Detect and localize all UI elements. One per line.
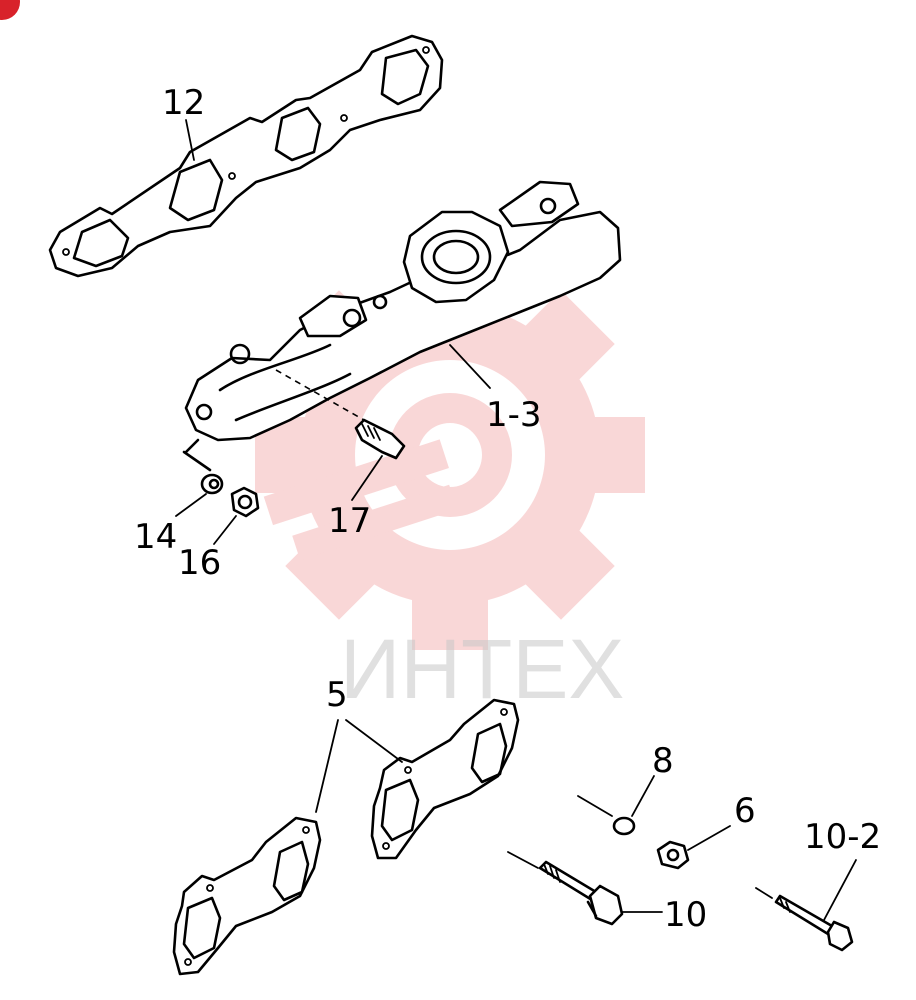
callout-10: 10 xyxy=(664,895,707,935)
gasket-5-upper xyxy=(370,698,520,860)
callout-12: 12 xyxy=(162,83,205,123)
callout-6: 6 xyxy=(734,791,756,831)
bolt-10-2 xyxy=(755,887,854,952)
callout-8: 8 xyxy=(652,741,674,781)
watermark-text: ИНТЕХ xyxy=(340,622,624,716)
watermark-gear-logo xyxy=(255,260,645,650)
exhaust-manifold-1-3 xyxy=(184,180,622,442)
washer-14 xyxy=(182,438,224,495)
nut-6 xyxy=(656,840,690,870)
callout-17: 17 xyxy=(328,501,371,541)
bolt-10 xyxy=(507,851,624,926)
callout-10-2: 10-2 xyxy=(804,817,881,857)
leader-12 xyxy=(185,119,195,161)
callout-5: 5 xyxy=(326,675,348,715)
callout-16: 16 xyxy=(178,543,221,583)
corner-badge xyxy=(0,0,20,20)
leader-17 xyxy=(351,455,383,501)
nut-16 xyxy=(230,486,260,518)
leader-6 xyxy=(687,825,731,851)
leader-8 xyxy=(631,775,655,817)
washer-8 xyxy=(577,795,636,836)
leader-10-2 xyxy=(823,859,857,921)
leader-14 xyxy=(175,493,207,517)
gasket-12 xyxy=(48,34,444,278)
stud-17 xyxy=(354,418,406,460)
callout-14: 14 xyxy=(134,517,177,557)
leader-1-3 xyxy=(449,344,491,389)
callout-1-3: 1-3 xyxy=(486,395,542,435)
gasket-5-lower xyxy=(172,816,322,976)
leader-16 xyxy=(213,515,237,545)
leader-5 xyxy=(315,719,403,813)
